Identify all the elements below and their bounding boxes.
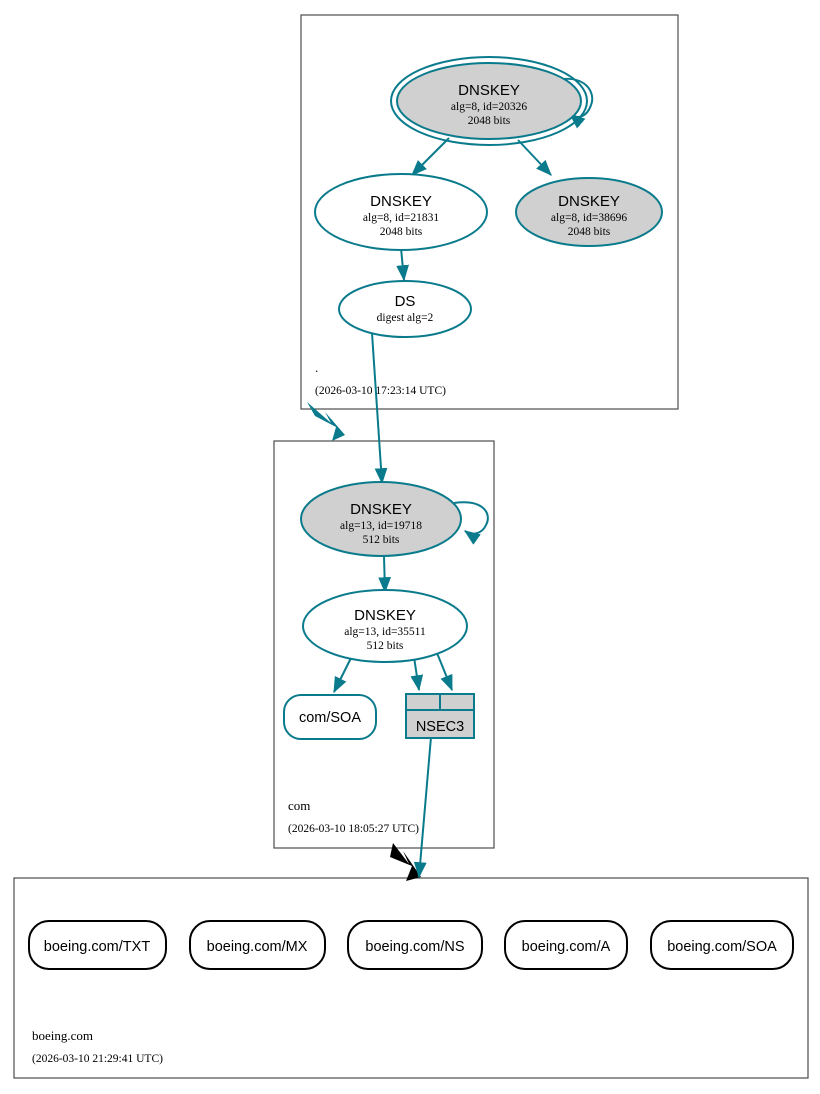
delegation-arrow-root-to-com bbox=[307, 402, 345, 441]
zone-box-root bbox=[300, 14, 679, 410]
node-title: DNSKEY bbox=[350, 501, 412, 518]
node-dnskey-root-zsk-38696[interactable]: DNSKEY alg=8, id=38696 2048 bits bbox=[515, 177, 663, 247]
edge-com-ksk-self-loop bbox=[453, 501, 489, 545]
node-line2: alg=13, id=19718 bbox=[340, 520, 422, 532]
node-line2: alg=8, id=21831 bbox=[363, 212, 439, 224]
node-title: boeing.com/NS bbox=[365, 939, 464, 955]
node-nsec3-com[interactable]: NSEC3 bbox=[405, 693, 475, 739]
edge-com-zsk-to-nsec3-cell2 bbox=[436, 652, 453, 692]
node-line2: alg=8, id=20326 bbox=[451, 101, 527, 113]
node-line3: 2048 bits bbox=[468, 115, 511, 127]
node-line3: 2048 bits bbox=[568, 226, 611, 238]
edge-root-ds-to-com-dnskey bbox=[371, 332, 388, 485]
node-rrset-boeing-txt[interactable]: boeing.com/TXT bbox=[28, 920, 167, 970]
node-title: DNSKEY bbox=[458, 82, 520, 99]
node-title: boeing.com/MX bbox=[207, 939, 308, 955]
node-title: DNSKEY bbox=[558, 193, 620, 210]
delegation-arrow-com-to-boeing bbox=[390, 843, 421, 881]
node-title: boeing.com/A bbox=[522, 939, 611, 955]
zone-timestamp-root: (2026-03-10 17:23:14 UTC) bbox=[315, 385, 446, 397]
zone-timestamp-boeing: (2026-03-10 21:29:41 UTC) bbox=[32, 1053, 163, 1065]
node-rrset-boeing-ns[interactable]: boeing.com/NS bbox=[347, 920, 483, 970]
node-line3: 512 bits bbox=[363, 534, 400, 546]
edge-com-ksk-to-zsk bbox=[378, 555, 391, 594]
node-dnskey-root-ksk-20326[interactable]: DNSKEY alg=8, id=20326 2048 bits bbox=[390, 56, 588, 146]
node-dnskey-root-zsk-21831[interactable]: DNSKEY alg=8, id=21831 2048 bits bbox=[314, 173, 488, 251]
zone-box-com bbox=[273, 440, 495, 849]
edge-nsec3-to-boeing-zone bbox=[413, 736, 432, 879]
node-title: DNSKEY bbox=[370, 193, 432, 210]
edge-root-ksk-to-38696 bbox=[517, 139, 552, 176]
node-title: NSEC3 bbox=[416, 719, 464, 735]
node-ds-com[interactable]: DS digest alg=2 bbox=[338, 280, 472, 338]
node-title: boeing.com/SOA bbox=[667, 939, 777, 955]
node-dnskey-com-ksk-19718[interactable]: DNSKEY alg=13, id=19718 512 bits bbox=[300, 481, 462, 557]
edge-com-zsk-to-soa bbox=[333, 655, 353, 694]
zone-label-root: . bbox=[315, 360, 318, 375]
node-rrset-com-soa[interactable]: com/SOA bbox=[283, 694, 377, 740]
node-title: DNSKEY bbox=[354, 607, 416, 624]
node-line2: alg=13, id=35511 bbox=[344, 626, 426, 638]
node-line2: digest alg=2 bbox=[377, 312, 434, 324]
node-title: com/SOA bbox=[299, 710, 361, 726]
zone-label-com: com bbox=[288, 798, 310, 813]
node-line2: alg=8, id=38696 bbox=[551, 212, 627, 224]
node-line3: 512 bits bbox=[367, 640, 404, 652]
node-dnskey-com-zsk-35511[interactable]: DNSKEY alg=13, id=35511 512 bits bbox=[302, 589, 468, 663]
zone-timestamp-com: (2026-03-10 18:05:27 UTC) bbox=[288, 823, 419, 835]
edge-root-ksk-to-21831 bbox=[411, 137, 450, 176]
node-line3: 2048 bits bbox=[380, 226, 423, 238]
zone-box-boeing bbox=[13, 877, 809, 1079]
node-rrset-boeing-a[interactable]: boeing.com/A bbox=[504, 920, 628, 970]
node-title: DS bbox=[395, 293, 416, 310]
zone-label-boeing: boeing.com bbox=[32, 1028, 93, 1043]
node-rrset-boeing-soa[interactable]: boeing.com/SOA bbox=[650, 920, 794, 970]
edge-com-zsk-to-nsec3-cell1 bbox=[410, 656, 424, 692]
node-rrset-boeing-mx[interactable]: boeing.com/MX bbox=[189, 920, 326, 970]
node-title: boeing.com/TXT bbox=[44, 939, 151, 955]
edge-root-21831-to-ds bbox=[396, 247, 409, 282]
